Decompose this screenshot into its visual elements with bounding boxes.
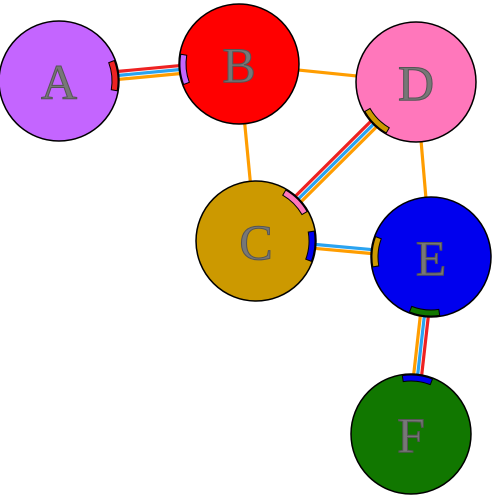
edge-A-B: [118, 64, 180, 81]
node-circle: [195, 180, 317, 302]
node-circle: [178, 3, 300, 125]
edge-A-B-stroke: [118, 64, 180, 73]
edge-D-E-stroke: [419, 141, 428, 198]
node-C[interactable]: C: [195, 180, 317, 302]
nodes-layer: A B C D E F: [0, 3, 492, 495]
node-label-A: A: [41, 54, 77, 110]
port-C-E: [305, 230, 316, 262]
node-label-E: E: [416, 230, 447, 286]
edge-E-F-stroke: [420, 316, 430, 376]
port-E-C: [371, 236, 382, 268]
node-label-F: F: [397, 407, 425, 463]
node-circle: [350, 373, 472, 495]
edge-E-F: [412, 315, 430, 376]
edge-C-E: [315, 242, 372, 256]
port-E-F: [408, 305, 441, 317]
node-circle: [0, 20, 120, 142]
edge-B-C: [243, 123, 252, 182]
port-F-E: [401, 374, 434, 386]
edge-C-D: [294, 120, 378, 203]
edges-layer: [118, 64, 430, 376]
edge-A-B-stroke: [118, 72, 180, 81]
node-A[interactable]: A: [0, 20, 120, 142]
edge-D-E: [419, 141, 428, 198]
edge-B-C-stroke: [243, 123, 252, 182]
edge-C-D-stroke: [294, 120, 372, 198]
edge-A-B-stroke: [118, 68, 180, 77]
node-F[interactable]: F: [350, 373, 472, 495]
node-D[interactable]: D: [355, 21, 477, 143]
port-B-A: [179, 53, 190, 86]
edge-E-F-stroke: [416, 316, 426, 375]
edge-E-F-stroke: [412, 315, 422, 375]
port-D-C: [364, 107, 390, 134]
edge-B-D: [298, 68, 357, 78]
edge-C-D-stroke: [300, 125, 378, 203]
node-B[interactable]: B: [178, 3, 300, 125]
node-label-B: B: [222, 37, 255, 93]
port-A-B: [108, 59, 119, 92]
node-label-D: D: [398, 55, 434, 111]
edge-C-E-stroke: [315, 246, 372, 256]
edge-C-D-stroke: [297, 123, 375, 200]
node-circle: [370, 196, 492, 318]
node-circle: [355, 21, 477, 143]
node-label-C: C: [239, 214, 272, 270]
edge-B-D-stroke: [298, 68, 357, 78]
edge-C-E-stroke: [315, 242, 372, 252]
node-E[interactable]: E: [370, 196, 492, 318]
port-C-D: [282, 189, 308, 216]
